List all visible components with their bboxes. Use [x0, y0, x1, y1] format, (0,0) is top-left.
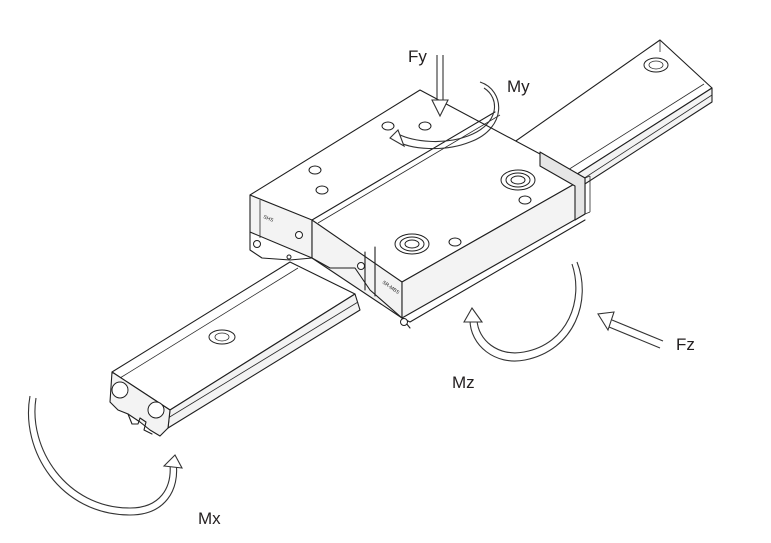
block-hole-6 — [448, 237, 462, 247]
my-arrow — [389, 81, 500, 150]
block-hole-4 — [315, 185, 329, 195]
lube-port-front — [394, 233, 430, 255]
rail-mounting-hole-back — [643, 57, 669, 73]
mz-arrow — [463, 261, 583, 362]
block-hole-1 — [381, 121, 395, 131]
rail-front — [109, 261, 361, 437]
block-hole-2 — [418, 121, 432, 131]
carriage-block — [249, 89, 591, 329]
end-screw-1 — [253, 240, 261, 248]
block-hole-5 — [518, 195, 532, 205]
label-fy: Fy — [408, 47, 427, 66]
rail-end-ball-left — [111, 381, 129, 399]
label-mx: Mx — [198, 509, 221, 528]
end-screw-4 — [400, 318, 408, 326]
rail-mounting-hole-front — [208, 329, 236, 345]
block-hole-3 — [308, 165, 322, 175]
rail-back — [499, 39, 713, 201]
label-fz: Fz — [676, 335, 695, 354]
end-screw-3 — [357, 262, 365, 270]
end-screw-5 — [286, 254, 292, 260]
fz-arrow — [597, 311, 664, 349]
mx-arrow — [28, 395, 183, 516]
end-screw-2 — [295, 231, 303, 239]
fy-arrow — [431, 55, 449, 118]
label-mz: Mz — [452, 373, 475, 392]
lube-port-rear — [500, 169, 536, 191]
rail-end-ball-right — [147, 401, 165, 419]
label-my: My — [507, 77, 530, 96]
end-cap-marking-left: SHS — [262, 214, 274, 224]
